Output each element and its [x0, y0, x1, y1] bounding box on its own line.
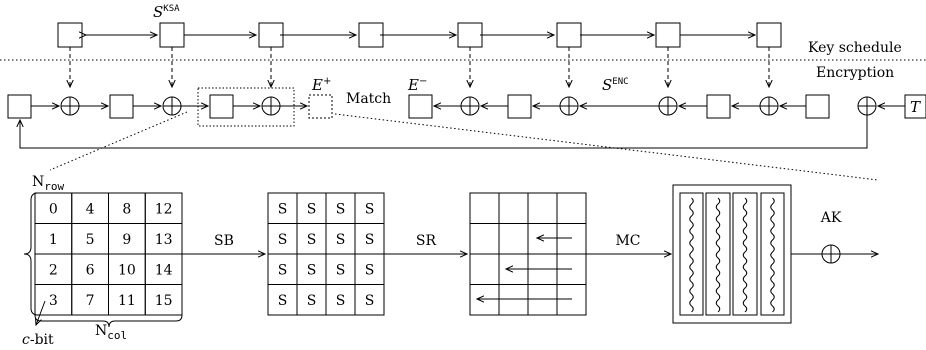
key-state-box: [457, 22, 483, 48]
n-col-label: Ncol: [95, 323, 127, 342]
xor-circle: [559, 96, 579, 116]
enc-state-box: [805, 94, 830, 119]
key-state-box: [358, 22, 384, 48]
sbox-cell: [354, 284, 385, 316]
enc-state-box: [109, 94, 134, 119]
s-enc-label: SENC: [602, 76, 629, 94]
state-cell-text: 2: [49, 262, 58, 278]
state-cell-text: 7: [86, 293, 95, 309]
sbox-cell-text: S: [336, 232, 346, 248]
enc-state-box: [706, 94, 731, 119]
sbox-cell-text: S: [307, 293, 317, 309]
encryption-row: [7, 87, 926, 181]
xor-circle: [460, 96, 480, 116]
enc-state-box: [209, 94, 234, 119]
sbox-cell-text: S: [278, 232, 288, 248]
s-ksa-label: SKSA: [153, 3, 180, 21]
xor-circle: [759, 96, 779, 116]
state-cell-text: 3: [49, 293, 58, 309]
feedback-loop: [20, 115, 868, 149]
sbox-cell-text: S: [336, 262, 346, 278]
state-cell: [144, 284, 183, 316]
key-state-box: [556, 22, 582, 48]
sbox-cell-text: S: [307, 262, 317, 278]
mixcolumns-block: [672, 184, 792, 324]
zoom-line: [334, 113, 879, 181]
xor-circle: [857, 96, 877, 116]
state-cell-text: 11: [118, 293, 136, 309]
n-row-label: Nrow: [32, 174, 64, 193]
state-cell-text: 4: [86, 201, 95, 217]
e-minus-label: E−: [407, 76, 427, 94]
sb-label: SB: [214, 233, 234, 249]
state-cell-text: 12: [155, 201, 173, 217]
state-cell-text: 15: [155, 293, 173, 309]
mixing-squiggles: [689, 197, 775, 313]
sbox-cell-text: S: [307, 232, 317, 248]
ak-label: AK: [820, 210, 842, 226]
ak-xor-circle: [821, 244, 841, 264]
xor-circle: [658, 96, 678, 116]
key-schedule-label: Key schedule: [808, 40, 902, 56]
e-plus-state-box: [308, 94, 333, 119]
row-brace: [23, 192, 39, 316]
state-cell-text: 1: [49, 232, 58, 248]
sbox-cell-text: S: [365, 201, 375, 217]
xor-circle: [60, 96, 80, 116]
sbox-cell-text: S: [278, 262, 288, 278]
sbox-cell-text: S: [336, 293, 346, 309]
state-cell-text: 14: [155, 262, 173, 278]
xor-circle: [261, 96, 281, 116]
mc-label: MC: [615, 233, 640, 249]
c-bit-arrow: [36, 300, 46, 325]
shiftrows-grid: [469, 192, 587, 316]
col-brace: [34, 314, 183, 328]
sr-label: SR: [416, 233, 437, 249]
key-state-box: [159, 22, 185, 48]
sbox-cell-text: S: [365, 293, 375, 309]
zoom-line: [49, 111, 188, 171]
highlighted-round: [197, 87, 295, 127]
sbox-cell-text: S: [278, 201, 288, 217]
e-minus-state-box: [408, 94, 433, 119]
enc-state-box: [507, 94, 532, 119]
encryption-label: Encryption: [816, 65, 894, 81]
sbox-cell-text: S: [307, 201, 317, 217]
state-cell-text: 0: [49, 201, 58, 217]
sbox-cell-text: S: [365, 232, 375, 248]
sbox-cell-text: S: [278, 293, 288, 309]
state-cell-text: 9: [122, 232, 131, 248]
xor-circle: [162, 96, 182, 116]
state-cell-text: 10: [118, 262, 136, 278]
sbox-cell-text: S: [365, 262, 375, 278]
enc-state-box: [7, 94, 32, 119]
key-state-box: [57, 22, 83, 48]
e-plus-label: E+: [311, 76, 331, 94]
state-cell-text: 5: [86, 232, 95, 248]
key-state-box: [756, 22, 782, 48]
state-cell-text: 6: [86, 262, 95, 278]
state-cell-text: 13: [155, 232, 173, 248]
state-cell-text: 8: [122, 201, 131, 217]
key-schedule-row: [57, 22, 782, 48]
sbox-cell-text: S: [336, 201, 346, 217]
c-bit-label: c-bit: [22, 332, 54, 348]
key-state-box: [258, 22, 284, 48]
tweak-label: T: [910, 98, 921, 116]
match-label: Match: [346, 91, 391, 107]
key-state-box: [655, 22, 681, 48]
